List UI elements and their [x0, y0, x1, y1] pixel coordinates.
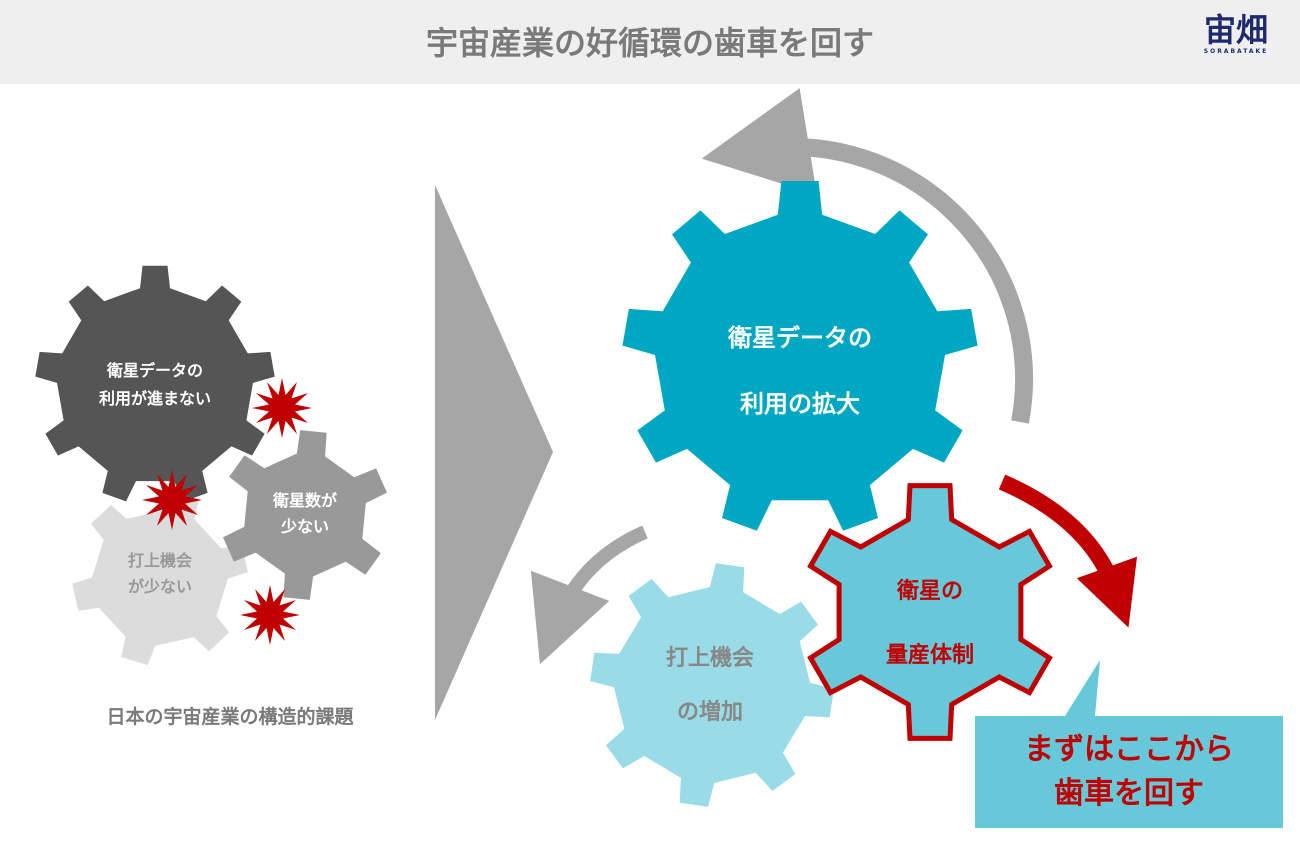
gear-dark-label: 衛星データの利用が進まない — [98, 361, 211, 408]
logo-subtext: SORABATAKE — [1203, 48, 1269, 55]
gear-sat-label: 衛星の量産体制 — [885, 579, 974, 668]
gear-main-label: 衛星データの利用の拡大 — [728, 324, 872, 418]
callout-text: まずはここから歯車を回す — [1024, 732, 1234, 811]
conflict-burst-2 — [142, 470, 202, 530]
cycle-arrow-top — [701, 88, 1033, 424]
gear-launch-increase — [590, 563, 834, 807]
gear-satellite-count — [223, 430, 387, 600]
transition-triangle — [435, 185, 553, 720]
conflict-burst-1 — [252, 378, 312, 438]
callout-box — [975, 660, 1283, 828]
gear-main-data-usage — [622, 181, 978, 531]
cycle-arrow-left — [530, 525, 648, 665]
left-caption: 日本の宇宙産業の構造的課題 — [106, 706, 354, 728]
sorabatake-logo: 宙畑 SORABATAKE — [1192, 12, 1280, 55]
page-title: 宇宙産業の好循環の歯車を回す — [425, 24, 874, 62]
header-bar — [0, 0, 1300, 84]
gear-light-label: 打上機会が少ない — [127, 551, 192, 596]
red-rotation-arrow — [998, 474, 1138, 628]
gear-data-usage-dark — [35, 265, 275, 502]
gear-launch-chance-light — [72, 490, 248, 666]
logo-mark: 宙畑 — [1203, 11, 1268, 49]
gear-launch-label: 打上機会の増加 — [665, 646, 754, 725]
gear-satellite-mass-production — [807, 483, 1053, 741]
conflict-burst-3 — [240, 585, 300, 645]
gear-mid-label: 衛星数が少ない — [272, 491, 337, 536]
